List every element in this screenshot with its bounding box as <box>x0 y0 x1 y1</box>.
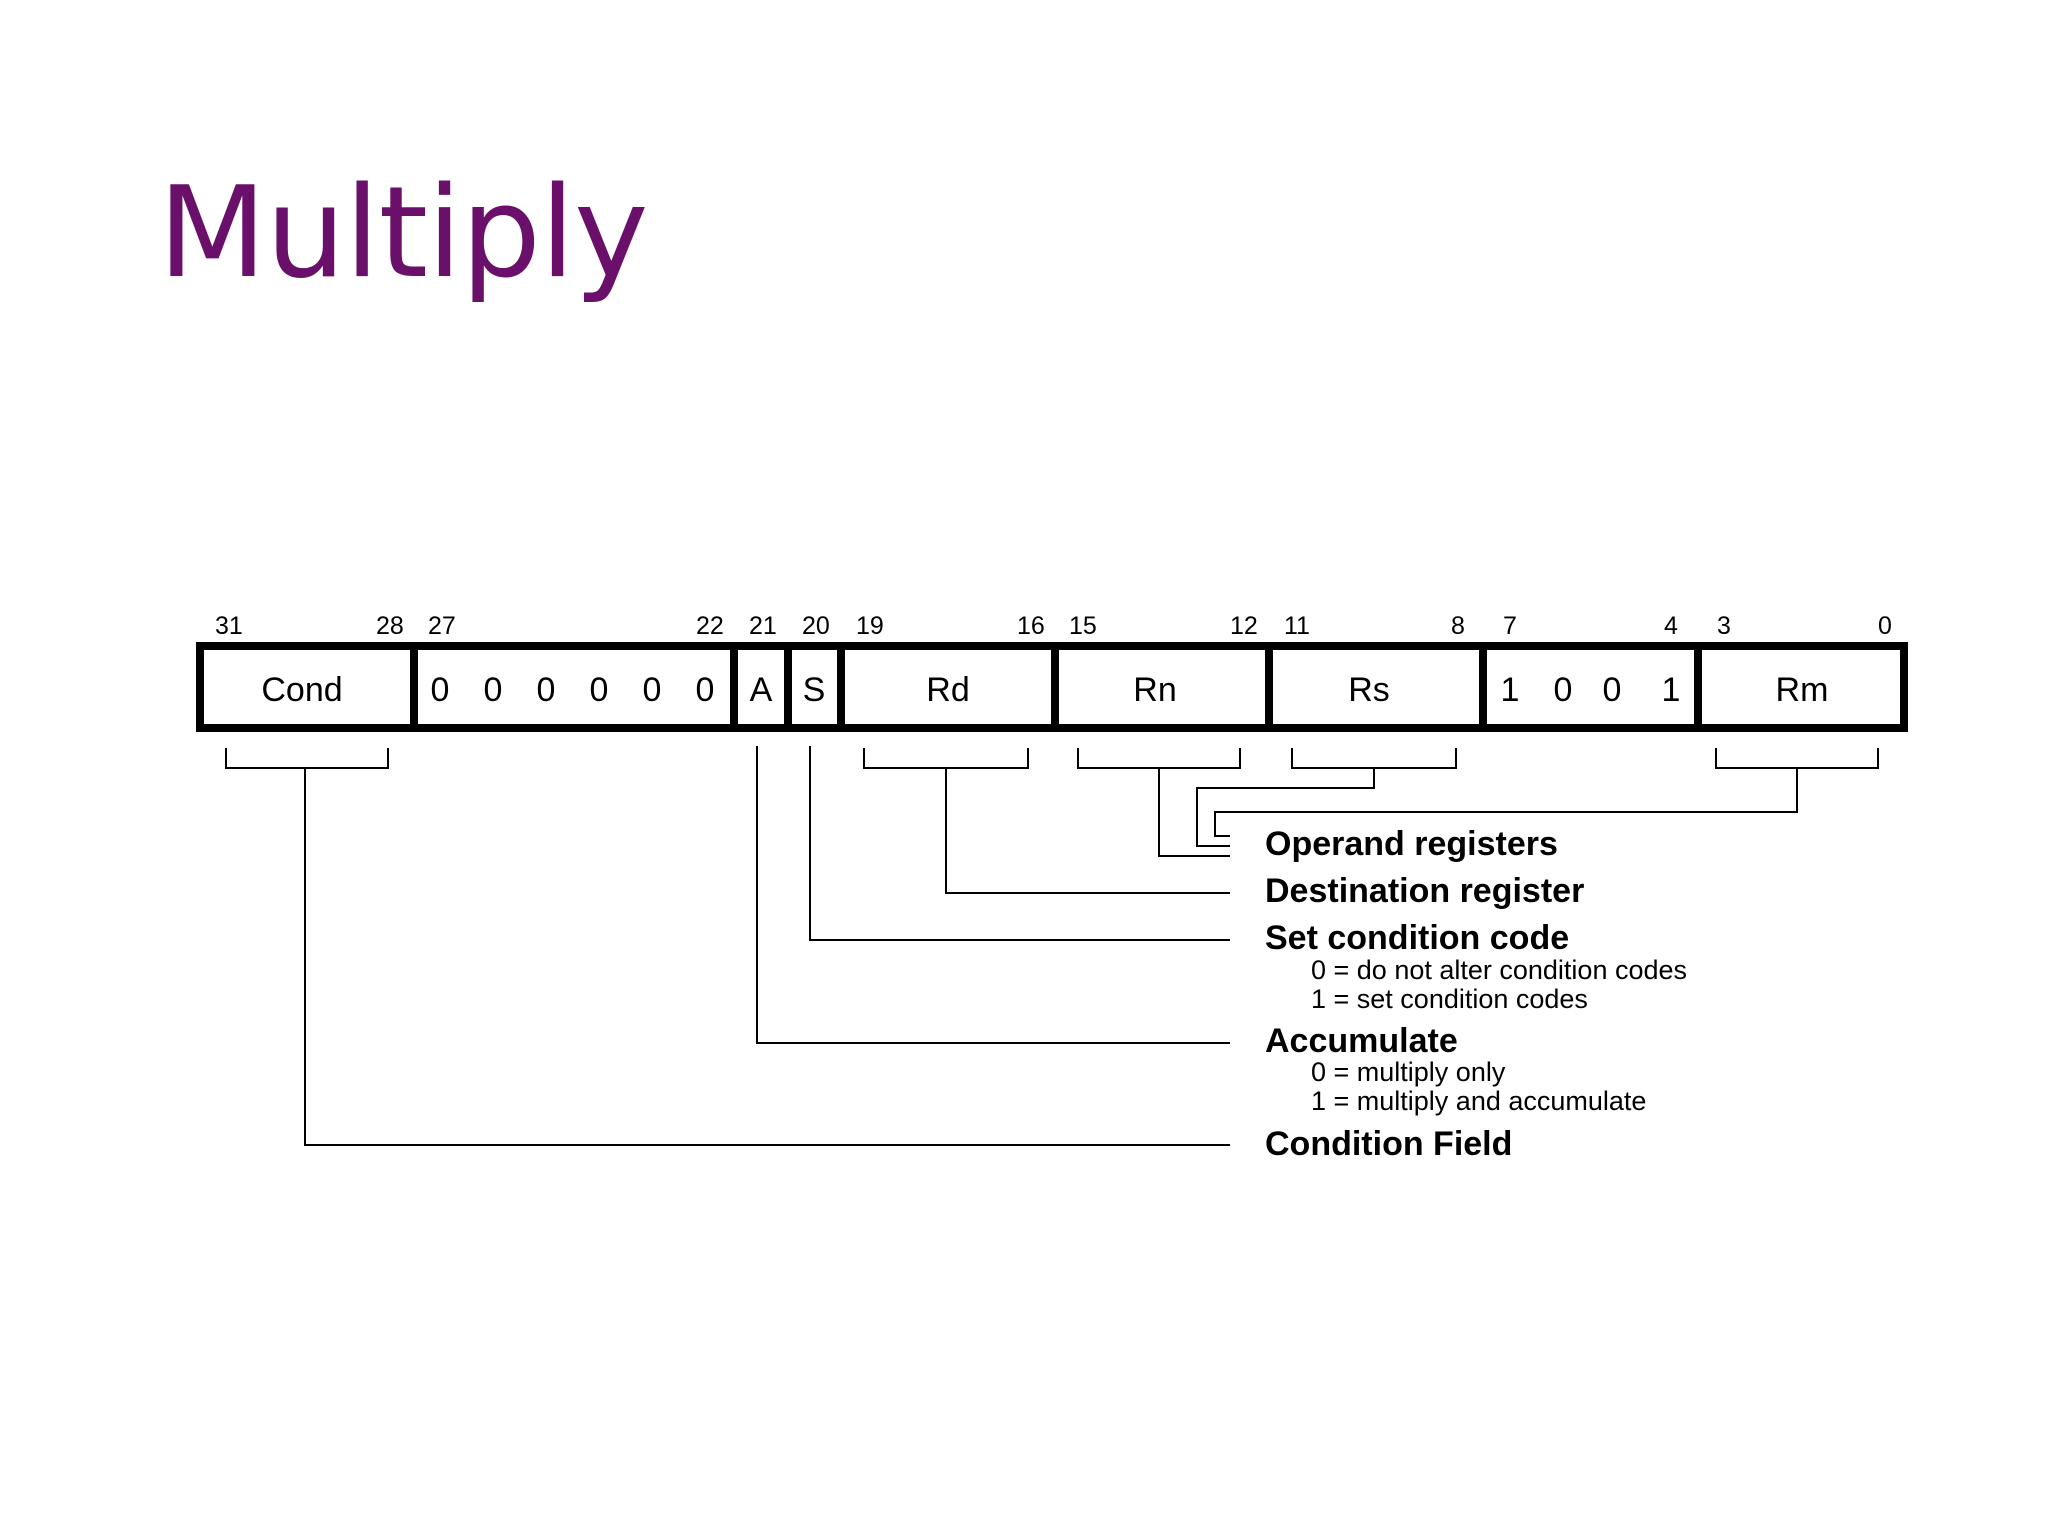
a-leader <box>756 746 1230 1044</box>
leader-lines <box>304 746 1798 1146</box>
zero-bit: 0 <box>643 671 662 709</box>
field-brackets <box>225 748 1879 769</box>
page-title: Multiply <box>158 159 649 306</box>
field-labels: Operand registers Destination register S… <box>1265 825 1687 1163</box>
set-condition-code-label: Set condition code <box>1265 919 1569 957</box>
bit-number: 28 <box>376 612 404 640</box>
rm-leader <box>1214 768 1798 837</box>
set-condition-option: 0 = do not alter condition codes <box>1311 955 1687 985</box>
field-contents: Cond 0 0 0 0 0 0 A S Rd Rn Rs 1 0 0 1 Rm <box>261 671 1828 709</box>
bit-number: 4 <box>1664 612 1678 640</box>
rd-leader <box>945 768 1230 894</box>
cond-bracket <box>225 748 389 769</box>
rs-leader <box>1196 768 1375 847</box>
bit-number: 8 <box>1451 612 1465 640</box>
rn-field: Rn <box>1133 671 1176 709</box>
cond-leader <box>304 768 1230 1146</box>
zero-bit: 0 <box>537 671 556 709</box>
bit-number: 12 <box>1230 612 1258 640</box>
set-condition-bit: S <box>803 671 826 709</box>
bit-number: 0 <box>1878 612 1892 640</box>
rm-field: Rm <box>1776 671 1829 709</box>
rd-bracket <box>863 748 1029 769</box>
set-condition-option: 1 = set condition codes <box>1311 984 1588 1014</box>
accumulate-bit: A <box>750 671 773 709</box>
opcode-bit: 0 <box>1603 671 1622 709</box>
zero-bit: 0 <box>696 671 715 709</box>
opcode-bit: 0 <box>1554 671 1573 709</box>
rn-leader <box>1158 768 1230 857</box>
bit-number: 15 <box>1069 612 1097 640</box>
accumulate-option: 0 = multiply only <box>1311 1057 1506 1087</box>
bit-number: 31 <box>215 612 243 640</box>
bit-numbers: 31 28 27 22 21 20 19 16 15 12 11 8 7 4 3… <box>215 612 1892 640</box>
zero-bit: 0 <box>484 671 503 709</box>
rd-field: Rd <box>926 671 969 709</box>
accumulate-label: Accumulate <box>1265 1022 1458 1060</box>
bit-number: 20 <box>802 612 830 640</box>
opcode-bit: 1 <box>1501 671 1520 709</box>
operand-registers-label: Operand registers <box>1265 825 1558 863</box>
accumulate-option: 1 = multiply and accumulate <box>1311 1086 1646 1116</box>
bit-number: 7 <box>1503 612 1517 640</box>
condition-field-label: Condition Field <box>1265 1125 1512 1163</box>
bit-number: 22 <box>696 612 724 640</box>
bit-number: 19 <box>856 612 884 640</box>
zero-bit: 0 <box>431 671 450 709</box>
rm-bracket <box>1715 748 1879 769</box>
bit-number: 11 <box>1284 612 1310 640</box>
bit-number: 3 <box>1717 612 1731 640</box>
destination-register-label: Destination register <box>1265 872 1584 910</box>
rs-field: Rs <box>1348 671 1390 709</box>
bit-number: 16 <box>1017 612 1045 640</box>
rn-bracket <box>1077 748 1241 769</box>
cond-field: Cond <box>261 671 342 709</box>
s-leader <box>809 746 1230 941</box>
opcode-bit: 1 <box>1662 671 1681 709</box>
register-row <box>196 642 1908 732</box>
zero-bit: 0 <box>590 671 609 709</box>
rs-bracket <box>1291 748 1457 769</box>
bit-number: 21 <box>749 612 777 640</box>
bit-number: 27 <box>428 612 456 640</box>
